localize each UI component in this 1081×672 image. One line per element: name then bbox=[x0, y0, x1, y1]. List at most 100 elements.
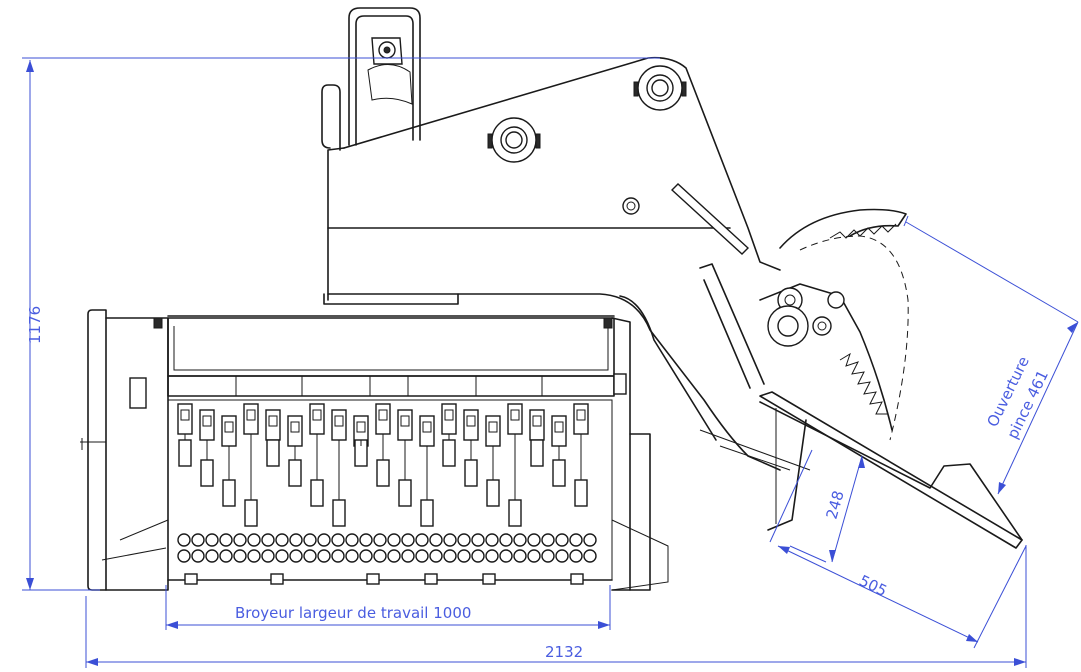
flail-bolt bbox=[246, 409, 256, 421]
dimension-lines bbox=[22, 57, 1079, 668]
flail-chain-link bbox=[541, 533, 555, 547]
flail-knife bbox=[398, 479, 412, 507]
flail-mount bbox=[265, 409, 281, 441]
mulcher-head bbox=[80, 293, 669, 591]
flail-chain-link bbox=[527, 549, 541, 563]
flail-chain-link bbox=[177, 533, 191, 547]
working-width-label: Broyeur largeur de travail 1000 bbox=[235, 604, 471, 622]
flail-chain-link bbox=[415, 549, 429, 563]
flail-mount bbox=[177, 403, 193, 435]
flail-chain-link bbox=[541, 549, 555, 563]
flail-mount bbox=[331, 409, 347, 441]
flail-chain-link bbox=[205, 533, 219, 547]
flail-chain-link bbox=[317, 533, 331, 547]
flail-mount bbox=[529, 409, 545, 441]
flail-bolt bbox=[378, 409, 388, 421]
flail-chain-link bbox=[415, 533, 429, 547]
flail-chain-link bbox=[401, 549, 415, 563]
flail-chain-link bbox=[247, 533, 261, 547]
flail-chain-link bbox=[191, 533, 205, 547]
flail-chain-link bbox=[303, 533, 317, 547]
flail-knife bbox=[332, 499, 346, 527]
flail-mount bbox=[485, 415, 501, 447]
clamp-jaw bbox=[699, 208, 1023, 549]
flail-chain-link bbox=[457, 533, 471, 547]
flail-chain-link bbox=[527, 533, 541, 547]
flail-bolt bbox=[488, 421, 498, 433]
flail-bolt bbox=[356, 421, 366, 433]
flail-chain-link bbox=[457, 549, 471, 563]
lift-arm bbox=[321, 7, 781, 471]
flail-tip bbox=[570, 573, 584, 585]
flail-chain-link bbox=[373, 533, 387, 547]
flail-bolt bbox=[554, 421, 564, 433]
flail-chain-link bbox=[205, 549, 219, 563]
flail-knife bbox=[288, 459, 302, 487]
flail-chain-link bbox=[569, 533, 583, 547]
arm-pins bbox=[487, 65, 687, 215]
flail-chain-link bbox=[429, 549, 443, 563]
jaw-length-dimension: 505 bbox=[856, 571, 890, 600]
flail-chain-link bbox=[401, 533, 415, 547]
flail-chain-link bbox=[177, 549, 191, 563]
flail-knife bbox=[574, 479, 588, 507]
flail-bolt bbox=[268, 415, 278, 427]
flail-knife bbox=[266, 439, 280, 467]
flail-chain-link bbox=[513, 549, 527, 563]
rotor-flails bbox=[177, 403, 597, 585]
flail-chain-link bbox=[261, 549, 275, 563]
flail-chain-link bbox=[387, 533, 401, 547]
flail-chain-link bbox=[359, 533, 373, 547]
flail-bolt bbox=[532, 415, 542, 427]
flail-knife bbox=[376, 459, 390, 487]
flail-bolt bbox=[444, 409, 454, 421]
flail-chain-link bbox=[289, 533, 303, 547]
flail-mount bbox=[507, 403, 523, 435]
flail-chain-link bbox=[471, 549, 485, 563]
flail-chain-link bbox=[583, 549, 597, 563]
flail-knife bbox=[244, 499, 258, 527]
flail-mount bbox=[199, 409, 215, 441]
flail-chain-link bbox=[373, 549, 387, 563]
flail-mount bbox=[221, 415, 237, 447]
flail-bolt bbox=[224, 421, 234, 433]
flail-knife bbox=[508, 499, 522, 527]
flail-chain-link bbox=[275, 533, 289, 547]
flail-knife bbox=[310, 479, 324, 507]
flail-knife bbox=[442, 439, 456, 467]
flail-bolt bbox=[202, 415, 212, 427]
flail-knife bbox=[420, 499, 434, 527]
hydraulic-link bbox=[670, 183, 765, 389]
flail-mount bbox=[551, 415, 567, 447]
flail-knife bbox=[200, 459, 214, 487]
flail-chain-link bbox=[191, 549, 205, 563]
height-dimension: 1176 bbox=[26, 306, 44, 344]
flail-mount bbox=[243, 403, 259, 435]
flail-bolt bbox=[312, 409, 322, 421]
flail-chain-link bbox=[331, 549, 345, 563]
flail-bolt bbox=[290, 421, 300, 433]
flail-bolt bbox=[400, 415, 410, 427]
flail-chain-link bbox=[303, 549, 317, 563]
flail-chain-link bbox=[513, 533, 527, 547]
flail-tip bbox=[184, 573, 198, 585]
flail-knife bbox=[552, 459, 566, 487]
flail-bolt bbox=[334, 415, 344, 427]
flail-chain-link bbox=[555, 549, 569, 563]
flail-chain-link bbox=[471, 533, 485, 547]
flail-chain-link bbox=[219, 533, 233, 547]
flail-knife bbox=[222, 479, 236, 507]
flail-chain-link bbox=[443, 533, 457, 547]
flail-chain-link bbox=[345, 549, 359, 563]
flail-mount bbox=[375, 403, 391, 435]
flail-tip bbox=[482, 573, 496, 585]
flail-bolt bbox=[422, 421, 432, 433]
flail-mount bbox=[287, 415, 303, 447]
flail-chain-link bbox=[247, 549, 261, 563]
flail-mount bbox=[419, 415, 435, 447]
flail-mount bbox=[463, 409, 479, 441]
flail-mount bbox=[441, 403, 457, 435]
flail-mount bbox=[573, 403, 589, 435]
flail-chain-link bbox=[443, 549, 457, 563]
flail-chain-link bbox=[233, 549, 247, 563]
